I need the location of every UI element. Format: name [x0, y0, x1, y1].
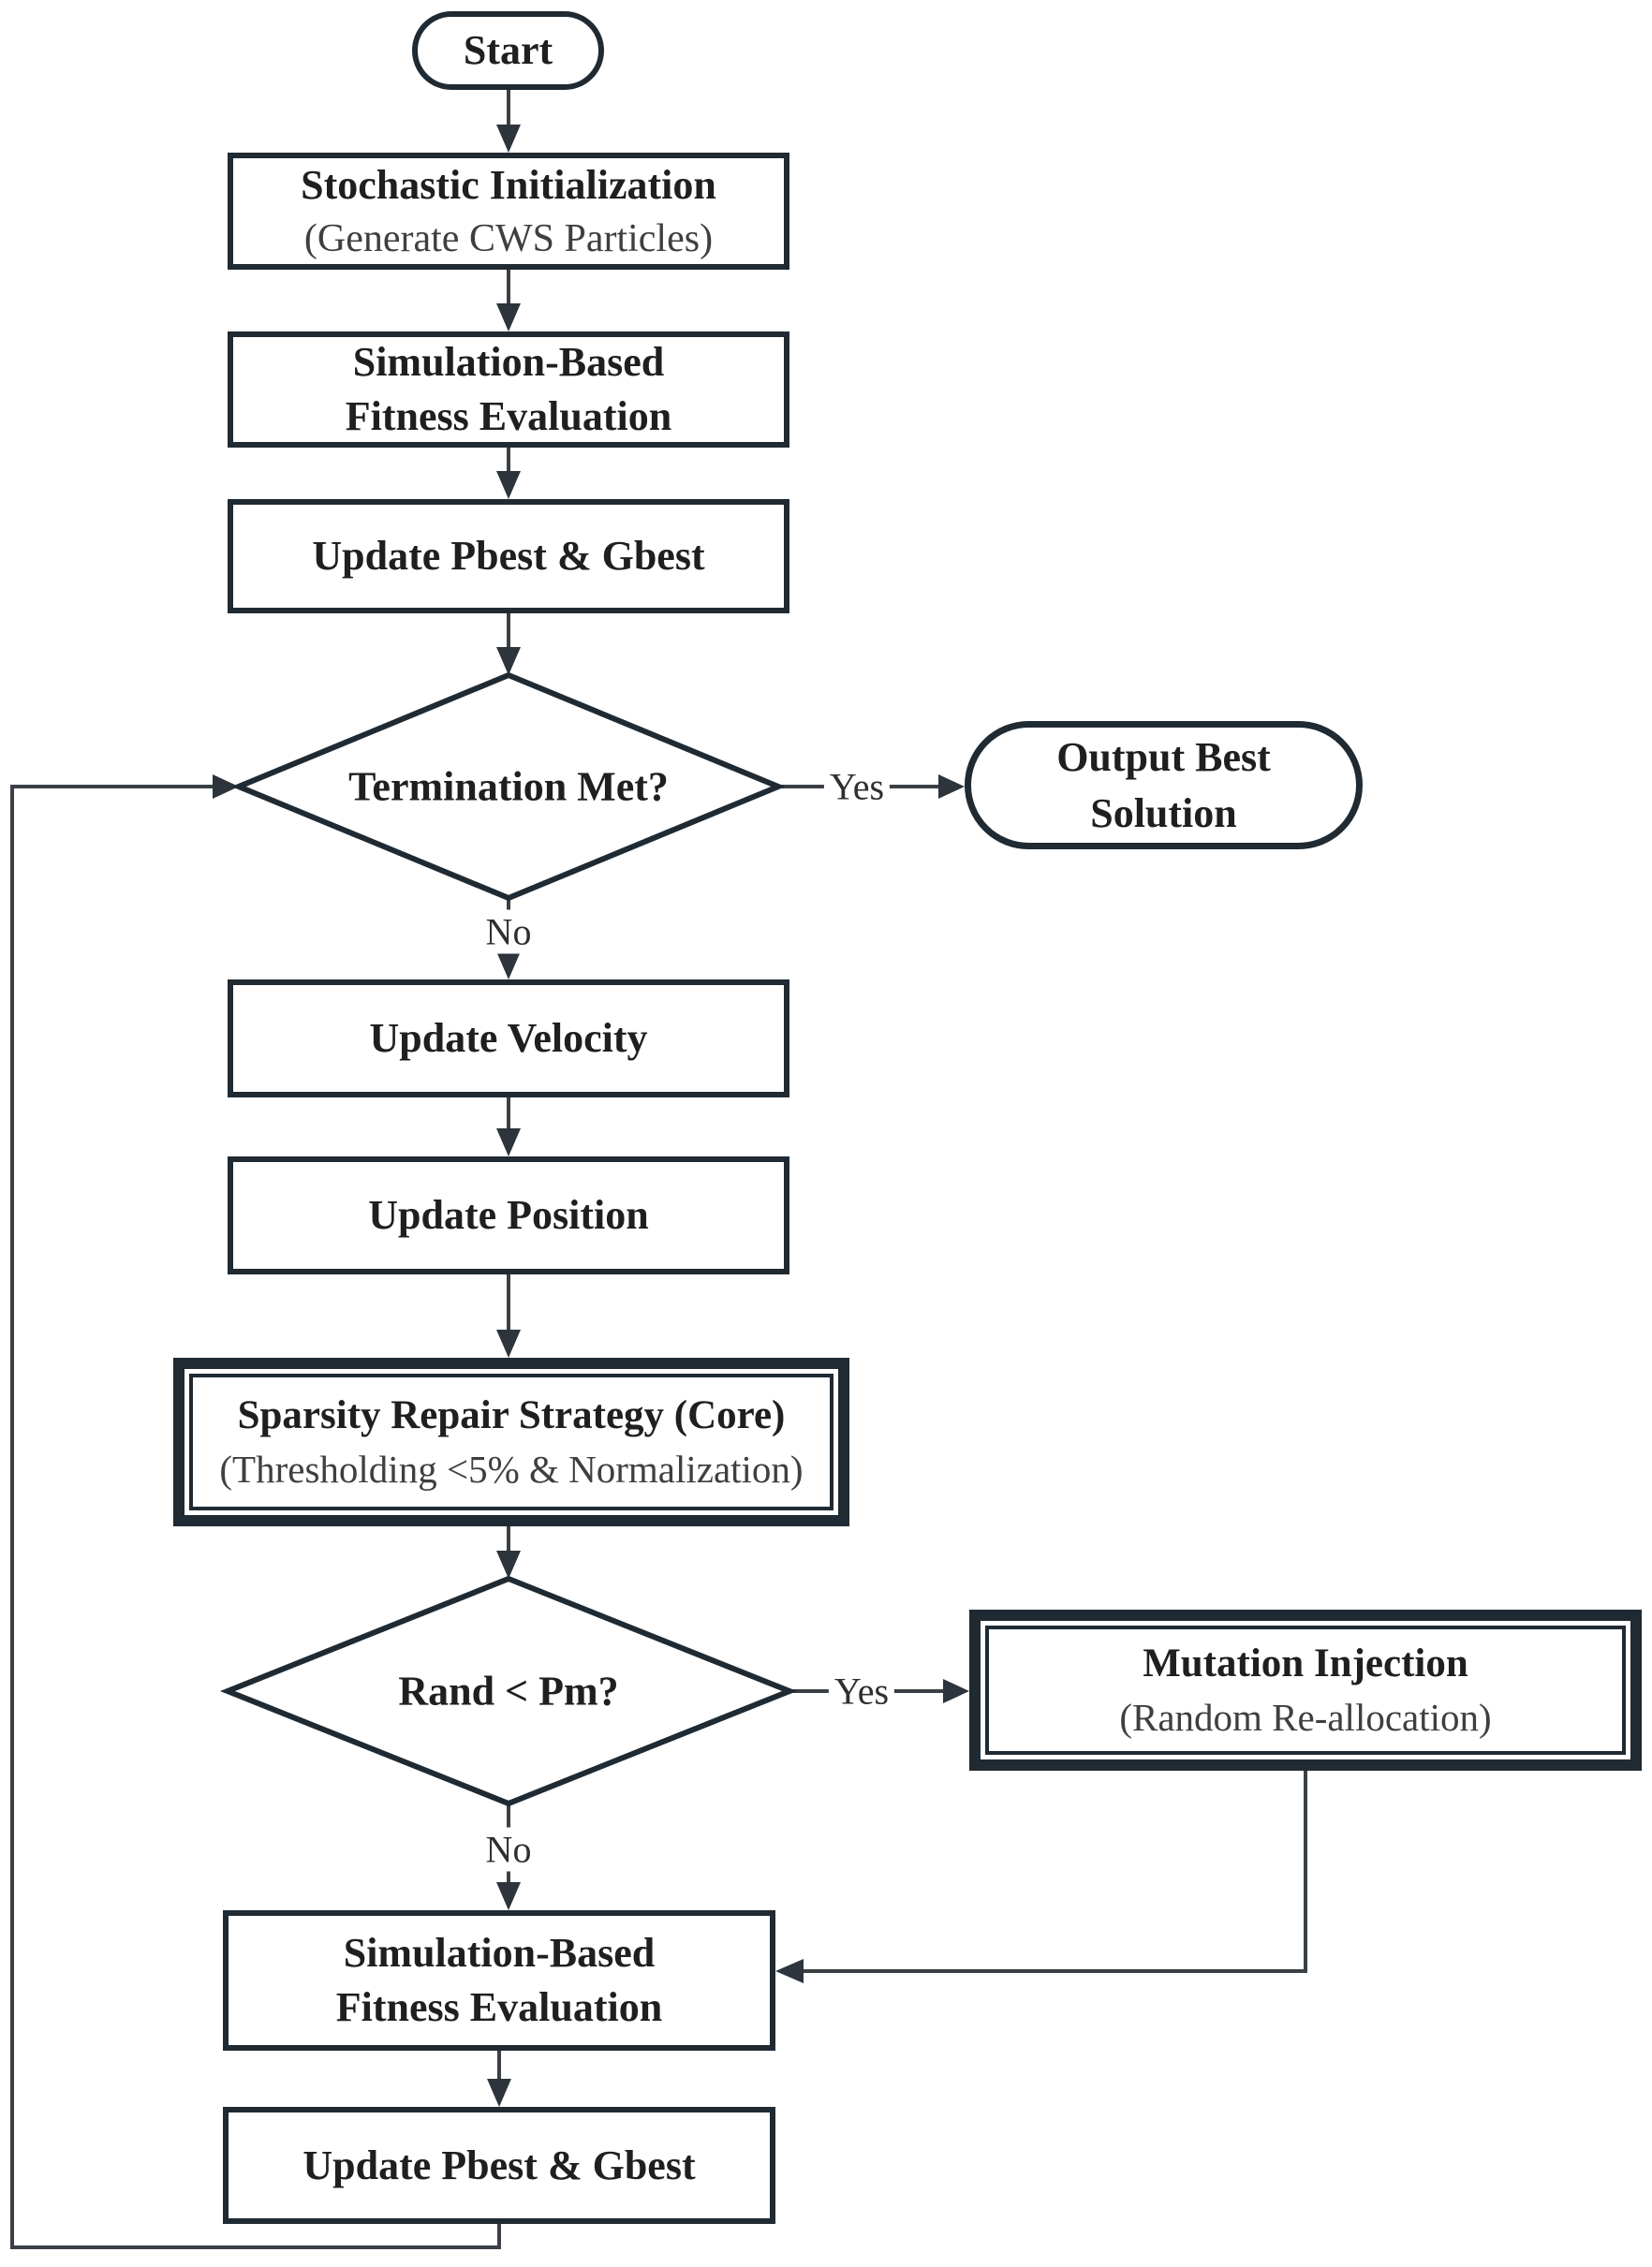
- decision-rand-shape: [219, 1575, 798, 1807]
- node-subtitle: (Generate CWS Particles): [303, 216, 714, 260]
- arrowhead-down-icon: [496, 951, 521, 979]
- node-title-line2: Fitness Evaluation: [335, 1984, 663, 2030]
- node-label: Update Position: [368, 1192, 649, 1238]
- node-label: Update Velocity: [369, 1015, 648, 1061]
- node-label: Start: [463, 27, 553, 73]
- process-update-best-2: Update Pbest & Gbest: [223, 2107, 775, 2224]
- node-subtitle: (Thresholding <5% & Normalization): [219, 1448, 804, 1491]
- label-yes-termination: Yes: [823, 764, 891, 809]
- arrowhead-down-icon: [496, 1882, 521, 1910]
- arrowhead-right-icon: [213, 774, 239, 799]
- node-title: Sparsity Repair Strategy (Core): [237, 1393, 786, 1437]
- edge-mutation-to-fitness2: [804, 1771, 1307, 1973]
- node-title-line2: Solution: [1090, 789, 1237, 836]
- arrowhead-down-icon: [496, 303, 521, 331]
- decision-shapes: [219, 671, 798, 1807]
- arrowhead-down-icon: [496, 1128, 521, 1156]
- arrowhead-right-icon: [938, 774, 965, 799]
- node-label: Update Pbest & Gbest: [312, 533, 705, 579]
- process-mutation-injection: Mutation Injection (Random Re-allocation…: [969, 1610, 1642, 1771]
- process-fitness-evaluation-1: Simulation-Based Fitness Evaluation: [228, 331, 789, 448]
- node-title: Stochastic Initialization: [301, 161, 716, 208]
- node-title-line1: Simulation-Based: [343, 1930, 656, 1976]
- process-update-velocity: Update Velocity: [228, 979, 789, 1097]
- process-fitness-evaluation-2: Simulation-Based Fitness Evaluation: [223, 1910, 775, 2051]
- label-no-termination: No: [479, 909, 538, 954]
- node-title: Mutation Injection: [1143, 1641, 1468, 1686]
- decision-termination-label: Termination Met?: [348, 763, 669, 810]
- decision-rand-label: Rand < Pm?: [398, 1668, 619, 1715]
- node-title-line1: Output Best: [1056, 733, 1271, 780]
- terminator-output-solution: Output Best Solution: [965, 721, 1363, 849]
- arrowheads: [213, 125, 969, 2107]
- terminator-start: Start: [412, 11, 604, 90]
- arrowhead-down-icon: [496, 471, 521, 499]
- arrowhead-down-icon: [496, 1330, 521, 1358]
- arrowhead-right-icon: [943, 1679, 969, 1703]
- node-title-line2: Fitness Evaluation: [345, 393, 672, 439]
- arrowhead-left-icon: [775, 1959, 804, 1983]
- process-update-best-1: Update Pbest & Gbest: [228, 499, 789, 613]
- label-yes-rand: Yes: [828, 1669, 895, 1714]
- label-no-rand: No: [479, 1827, 538, 1872]
- arrowhead-down-icon: [496, 125, 521, 153]
- arrowhead-down-icon: [487, 2079, 511, 2107]
- arrowhead-down-icon: [496, 1551, 521, 1579]
- arrowhead-down-icon: [496, 647, 521, 675]
- process-update-position: Update Position: [228, 1156, 789, 1274]
- node-subtitle: (Random Re-allocation): [1119, 1696, 1492, 1739]
- decision-termination-shape: [231, 671, 786, 902]
- process-stochastic-initialization: Stochastic Initialization (Generate CWS …: [228, 153, 789, 270]
- edge-feedback-loop: [10, 785, 501, 2249]
- node-title-line1: Simulation-Based: [352, 339, 665, 385]
- process-sparsity-repair: Sparsity Repair Strategy (Core) (Thresho…: [173, 1358, 849, 1526]
- node-label: Update Pbest & Gbest: [302, 2142, 696, 2188]
